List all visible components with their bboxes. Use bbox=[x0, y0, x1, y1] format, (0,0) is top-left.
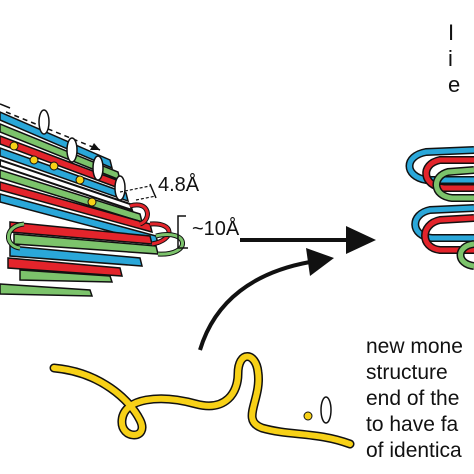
curved-arrowhead bbox=[306, 248, 334, 276]
loop-red bbox=[149, 222, 171, 246]
loop-green bbox=[155, 233, 184, 256]
ribbon-outline bbox=[49, 352, 355, 449]
side-text-line: I bbox=[448, 20, 455, 45]
right-fibril-stack bbox=[405, 146, 474, 270]
dimension-leader bbox=[119, 185, 151, 193]
description-line: end of the bbox=[366, 387, 460, 410]
loop-red bbox=[129, 203, 149, 226]
loop-red bbox=[423, 157, 474, 191]
description-line: new mone bbox=[366, 335, 463, 358]
spacing-strand-label: 4.8Å bbox=[158, 174, 200, 196]
strand-blue bbox=[9, 245, 143, 267]
spacing-sheet-label: ~10Å bbox=[192, 218, 240, 240]
side-chain bbox=[114, 175, 126, 201]
yellow-dot bbox=[75, 175, 85, 185]
dimension-leader bbox=[135, 195, 157, 201]
arrowhead bbox=[90, 143, 100, 150]
reaction-arrowhead bbox=[346, 226, 376, 254]
loop-green bbox=[458, 241, 474, 269]
side-text-line: e bbox=[448, 72, 461, 97]
side-text: I i e bbox=[448, 20, 460, 98]
dimension-bracket bbox=[149, 183, 157, 199]
loop-red bbox=[422, 215, 474, 253]
loop-green bbox=[434, 167, 474, 201]
description-text: new mone structure end of the to have fa… bbox=[366, 334, 463, 464]
ribbon-fill bbox=[51, 353, 353, 447]
strand-green bbox=[19, 269, 114, 283]
side-chain bbox=[66, 137, 78, 163]
description-line: structure bbox=[366, 361, 448, 384]
fibril-stack bbox=[0, 103, 188, 297]
strand-green bbox=[0, 283, 94, 297]
loop-blue bbox=[412, 205, 474, 241]
yellow-dot bbox=[29, 155, 39, 165]
yellow-dot bbox=[49, 161, 59, 171]
side-chain bbox=[38, 109, 50, 135]
strand-red bbox=[0, 181, 154, 234]
side-text-line: i bbox=[448, 46, 453, 71]
curved-arrow bbox=[198, 260, 311, 351]
strand-red bbox=[7, 257, 123, 277]
yellow-dot bbox=[87, 197, 97, 207]
side-chain bbox=[320, 396, 332, 424]
description-line: to have fa bbox=[366, 413, 459, 436]
dimension-bracket bbox=[177, 215, 188, 249]
loop-green bbox=[7, 222, 25, 250]
side-chain bbox=[92, 155, 104, 181]
yellow-dot bbox=[303, 411, 313, 421]
monomer-ribbon bbox=[49, 352, 355, 449]
strand-black bbox=[0, 158, 134, 212]
fibril-axis-arrow bbox=[5, 111, 101, 151]
axis-tick bbox=[0, 103, 11, 109]
description-line: of identica bbox=[366, 439, 462, 462]
yellow-dot bbox=[9, 141, 19, 151]
